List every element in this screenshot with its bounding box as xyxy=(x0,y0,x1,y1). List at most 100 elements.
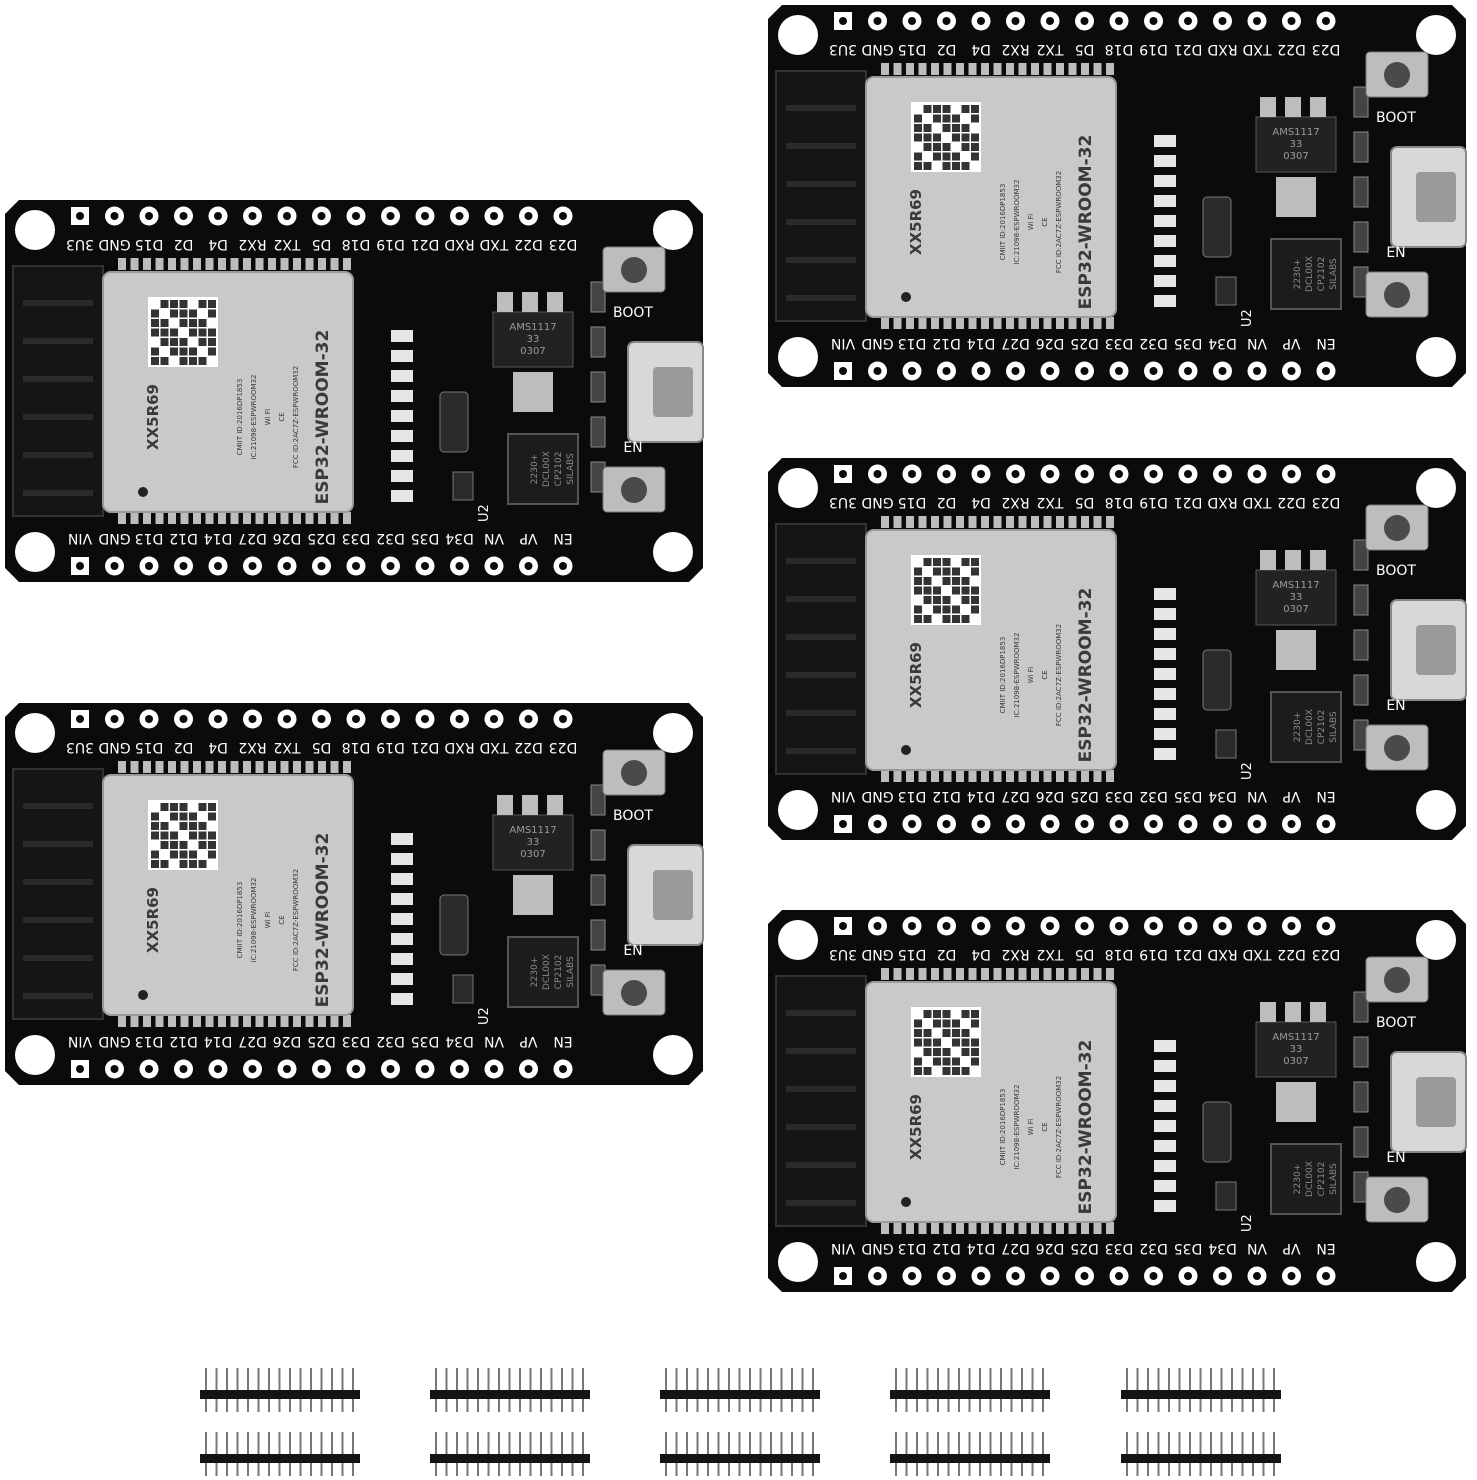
smd-resistor xyxy=(391,330,413,342)
smd-capacitor xyxy=(590,326,606,358)
module-pad xyxy=(1006,770,1014,782)
module-pad xyxy=(143,512,151,524)
pad-hole xyxy=(283,715,291,723)
smd-capacitor xyxy=(590,416,606,448)
pad-hole xyxy=(977,1272,985,1280)
mounting-hole xyxy=(778,15,818,55)
module-pad xyxy=(1068,1222,1077,1234)
module-pad xyxy=(1018,63,1027,75)
qr-cell xyxy=(971,1019,979,1028)
qr-cell xyxy=(942,596,951,604)
pad-hole xyxy=(873,1272,882,1280)
qr-cell xyxy=(952,124,960,132)
antenna-trace xyxy=(786,1010,856,1016)
module-pad xyxy=(981,770,989,782)
smd-resistor xyxy=(1154,1120,1176,1132)
pin-label: GND xyxy=(861,788,893,804)
pad-hole xyxy=(524,715,533,723)
smd-capacitor xyxy=(1353,86,1369,118)
module-name: ESP32-WROOM-32 xyxy=(1076,588,1096,763)
pad-hole xyxy=(490,1065,498,1073)
module-pad xyxy=(305,512,314,524)
pin-header-strip xyxy=(890,1432,1050,1476)
qr-cell xyxy=(914,615,922,623)
qr-cell xyxy=(179,803,188,811)
pin-label: VN xyxy=(1247,335,1267,351)
module-code: XX5R69 xyxy=(144,887,162,953)
module-pad xyxy=(205,258,214,270)
module-pad xyxy=(981,317,989,329)
module-pad xyxy=(155,258,164,270)
pad-hole xyxy=(942,17,951,25)
module-pad xyxy=(268,512,276,524)
pin-label: D23 xyxy=(549,236,578,252)
pad-hole xyxy=(352,212,360,220)
module-pad xyxy=(993,1222,1002,1234)
pin-label: D25 xyxy=(1070,335,1099,351)
module-pad xyxy=(1031,968,1039,980)
pin-label: D14 xyxy=(204,530,233,546)
chip-text: CP2102 xyxy=(1317,1162,1327,1197)
module-pad xyxy=(956,516,964,528)
pin-label: D4 xyxy=(971,946,991,962)
qr-cell xyxy=(151,319,159,327)
module-pad xyxy=(155,1015,164,1027)
pin-label: D22 xyxy=(1277,494,1306,510)
pad-hole xyxy=(1080,17,1089,25)
pin-label: VIN xyxy=(68,1033,92,1049)
pad-hole xyxy=(1253,470,1261,478)
pad-hole xyxy=(1080,1272,1089,1280)
pin-label: D32 xyxy=(1139,1240,1168,1256)
module-fine-print: Wi Fi xyxy=(264,912,272,928)
pin-label: D12 xyxy=(169,1033,198,1049)
module-pad xyxy=(230,258,239,270)
pad-hole xyxy=(421,212,429,220)
pad-hole xyxy=(1218,1272,1227,1280)
pin-label: D15 xyxy=(898,41,927,57)
pin-label: D27 xyxy=(1001,788,1030,804)
mounting-hole xyxy=(1416,790,1456,830)
pin-label: D15 xyxy=(898,494,927,510)
pad-hole xyxy=(421,562,429,570)
qr-cell xyxy=(179,860,188,868)
ref-u2: U2 xyxy=(1240,309,1255,327)
qr-cell xyxy=(923,105,932,113)
qr-cell xyxy=(198,831,207,840)
pad-hole xyxy=(1253,367,1261,375)
module-pad xyxy=(330,258,339,270)
qr-cell xyxy=(942,558,951,566)
regulator-leg xyxy=(1310,97,1326,117)
qr-cell xyxy=(952,605,960,614)
pin-label: VN xyxy=(484,530,504,546)
pad-hole xyxy=(873,17,882,25)
pad-hole xyxy=(455,212,464,220)
mounting-hole xyxy=(1416,15,1456,55)
module-fine-print: IC:21098-ESPWROOM32 xyxy=(1013,633,1021,718)
pin-header-strip xyxy=(660,1432,820,1476)
smd-inductor xyxy=(439,391,469,453)
pin-label: D14 xyxy=(967,788,996,804)
pin-label: D15 xyxy=(898,946,927,962)
pin-label: D23 xyxy=(1312,946,1341,962)
pad-hole xyxy=(317,562,326,570)
module-pad xyxy=(1018,1222,1027,1234)
module-pad xyxy=(293,258,301,270)
pad-hole xyxy=(386,212,395,220)
pad-hole xyxy=(490,562,498,570)
pin-label: VIN xyxy=(831,788,855,804)
pin1-dot xyxy=(138,990,148,1000)
module-pad xyxy=(168,258,176,270)
qr-cell xyxy=(170,300,178,308)
module-pad xyxy=(1018,968,1027,980)
mounting-hole xyxy=(778,337,818,377)
pin-label: D18 xyxy=(1105,946,1134,962)
qr-cell xyxy=(923,1067,932,1075)
qr-cell xyxy=(914,586,922,595)
pin-label: EN xyxy=(1316,1240,1335,1256)
module-pad xyxy=(168,512,176,524)
pad-hole xyxy=(1011,1272,1020,1280)
antenna-trace xyxy=(786,105,856,111)
module-pad xyxy=(243,761,251,773)
